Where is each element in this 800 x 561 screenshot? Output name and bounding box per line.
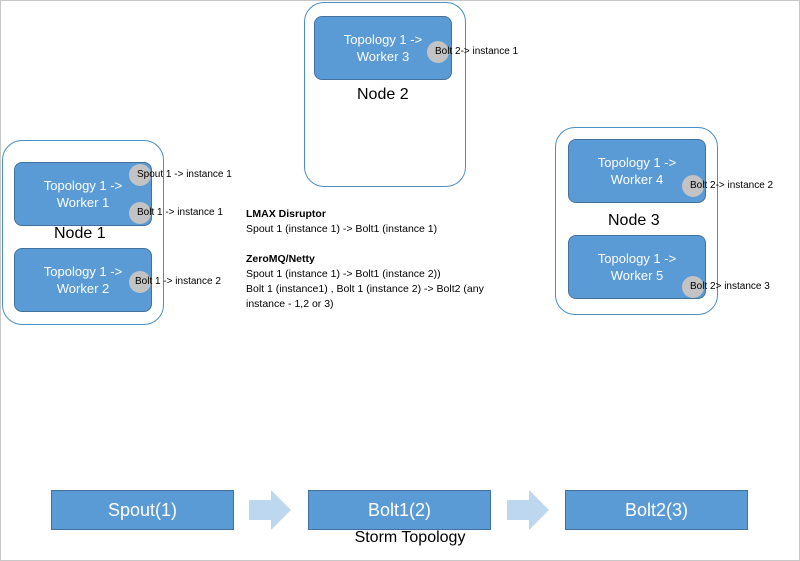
node-3-box bbox=[555, 127, 718, 315]
bolt2-instance1-dot bbox=[427, 41, 449, 63]
bolt1-instance1-label: Bolt 1 -> instance 1 bbox=[137, 207, 223, 218]
spout1-instance1-dot bbox=[129, 164, 151, 186]
arrow-right-icon bbox=[507, 490, 549, 530]
bolt2-instance1-label: Bolt 2-> instance 1 bbox=[435, 46, 519, 57]
node-2-label: Node 2 bbox=[357, 86, 409, 103]
node-3-label: Node 3 bbox=[608, 212, 660, 229]
node-2-box bbox=[304, 2, 466, 187]
worker-4-line2: Worker 4 bbox=[610, 172, 664, 187]
lmax-line-1: Spout 1 (instance 1) -> Bolt1 (instance … bbox=[246, 223, 438, 235]
arrow-right-icon bbox=[249, 490, 291, 530]
storm-topology-caption: Storm Topology bbox=[354, 529, 466, 546]
bolt1-instance2-label: Bolt 1 -> instance 2 bbox=[135, 276, 221, 287]
worker-5-box: Topology 1 -> Worker 5 bbox=[568, 235, 706, 299]
bolt2-instance2-dot bbox=[682, 175, 704, 197]
bolt2-instance3-dot bbox=[682, 276, 704, 298]
spout-stage-label: Spout(1) bbox=[107, 499, 178, 520]
bolt2-instance2-label: Bolt 2-> instance 2 bbox=[690, 180, 774, 191]
spout1-instance1-label: Spout 1 -> instance 1 bbox=[137, 169, 232, 180]
lmax-title: LMAX Disruptor bbox=[246, 208, 326, 220]
worker-2-line1: Topology 1 -> bbox=[43, 264, 123, 279]
zeromq-line-1: Spout 1 (instance 1) -> Bolt1 (instance … bbox=[246, 268, 441, 280]
spout-stage-box: Spout(1) bbox=[51, 490, 234, 530]
bolt2-stage-box: Bolt2(3) bbox=[565, 490, 748, 530]
worker-1-line2: Worker 1 bbox=[56, 195, 110, 210]
bolt2-stage-label: Bolt2(3) bbox=[624, 499, 689, 520]
worker-1-line1: Topology 1 -> bbox=[43, 178, 123, 193]
worker-2-line2: Worker 2 bbox=[56, 281, 110, 296]
worker-5-line2: Worker 5 bbox=[610, 268, 664, 283]
bolt1-stage-box: Bolt1(2) bbox=[308, 490, 491, 530]
zeromq-title: ZeroMQ/Netty bbox=[246, 253, 315, 265]
bolt1-instance1-dot bbox=[129, 202, 151, 224]
bolt2-instance3-label: Bolt 2> instance 3 bbox=[690, 281, 770, 292]
worker-3-line1: Topology 1 -> bbox=[343, 32, 423, 47]
zeromq-line-3: instance - 1,2 or 3) bbox=[246, 298, 334, 310]
worker-4-box: Topology 1 -> Worker 4 bbox=[568, 139, 706, 203]
worker-3-line2: Worker 3 bbox=[356, 49, 410, 64]
zeromq-line-2: Bolt 1 (instance1) , Bolt 1 (instance 2)… bbox=[246, 283, 484, 295]
node-1-label: Node 1 bbox=[54, 225, 106, 242]
bolt1-stage-label: Bolt1(2) bbox=[367, 499, 432, 520]
worker-4-line1: Topology 1 -> bbox=[597, 155, 677, 170]
bolt1-instance2-dot bbox=[129, 271, 151, 293]
worker-5-line1: Topology 1 -> bbox=[597, 251, 677, 266]
node-1-box bbox=[2, 140, 164, 325]
